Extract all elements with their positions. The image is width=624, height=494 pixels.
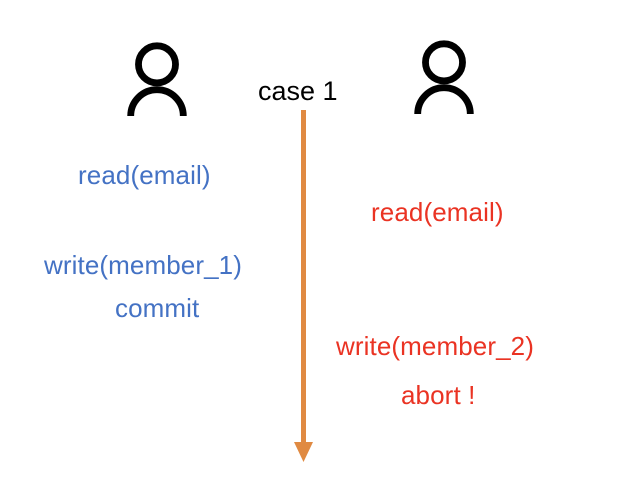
transaction-2-operation-read: read(email) (371, 197, 504, 227)
transaction-2-operation-write: write(member_2) (336, 331, 534, 361)
transaction-1-operation-commit: commit (115, 293, 200, 323)
transaction-2-operation-abort: abort ! (401, 380, 476, 410)
user-icon-left (126, 40, 188, 116)
transaction-1-operation-read: read(email) (78, 160, 211, 190)
case-label: case 1 (258, 76, 338, 106)
vertical-arrow-icon (292, 108, 315, 464)
user-icon-right (413, 38, 475, 114)
transaction-1-operation-write: write(member_1) (44, 250, 242, 280)
